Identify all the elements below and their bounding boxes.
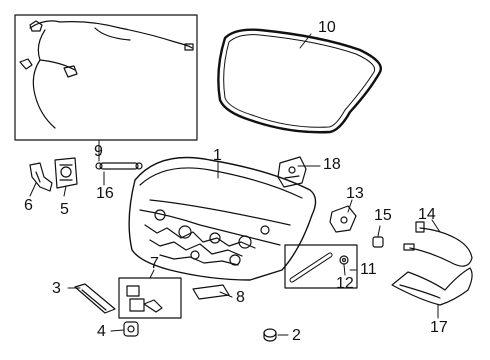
- callout-10: 10: [318, 19, 336, 36]
- callout-4: 4: [97, 323, 106, 340]
- callout-16: 16: [96, 185, 114, 202]
- harness-wire-upper: [29, 20, 193, 49]
- latch-bracket-part: [277, 156, 307, 188]
- pad-part: [192, 284, 230, 300]
- bracket-part: [29, 162, 53, 192]
- harness-wire-lower: [32, 29, 56, 129]
- callout-12: 12: [336, 275, 354, 292]
- callout-13: 13: [346, 185, 364, 202]
- lock-actuator-part: [54, 157, 78, 189]
- strut-small-part: [95, 162, 143, 170]
- callout-6: 6: [24, 197, 33, 214]
- grommet-part: [123, 321, 139, 337]
- harness-connector-c: [63, 65, 78, 78]
- leader-lines: [29, 33, 441, 336]
- callout-11: 11: [360, 261, 377, 278]
- switch-part: [372, 236, 384, 248]
- callout-8: 8: [236, 289, 245, 306]
- harness-connector-b: [19, 58, 33, 70]
- callout-18: 18: [323, 156, 341, 173]
- callout-15: 15: [374, 207, 392, 224]
- latch-part: [329, 205, 357, 233]
- harness-group: [14, 14, 198, 141]
- harness-box: [14, 14, 198, 141]
- trunk-lid-part: [128, 156, 317, 281]
- trim-part: [391, 267, 473, 306]
- callout-17: 17: [430, 319, 448, 336]
- bumper-stop-part: [74, 283, 116, 314]
- callout-1: 1: [213, 147, 222, 164]
- callout-5: 5: [60, 201, 69, 218]
- callout-2: 2: [292, 327, 301, 344]
- callout-3: 3: [52, 280, 61, 297]
- release-cable-part: [403, 221, 473, 267]
- lamp-box: [118, 277, 182, 319]
- weatherstrip-seal: [217, 28, 382, 134]
- harness-connector-a: [29, 20, 43, 32]
- harness-connector-d: [184, 43, 194, 51]
- cap-part: [263, 328, 277, 342]
- callout-14: 14: [418, 206, 436, 223]
- callout-9: 9: [94, 143, 103, 160]
- callout-7: 7: [150, 255, 159, 272]
- strut-box: [284, 244, 358, 289]
